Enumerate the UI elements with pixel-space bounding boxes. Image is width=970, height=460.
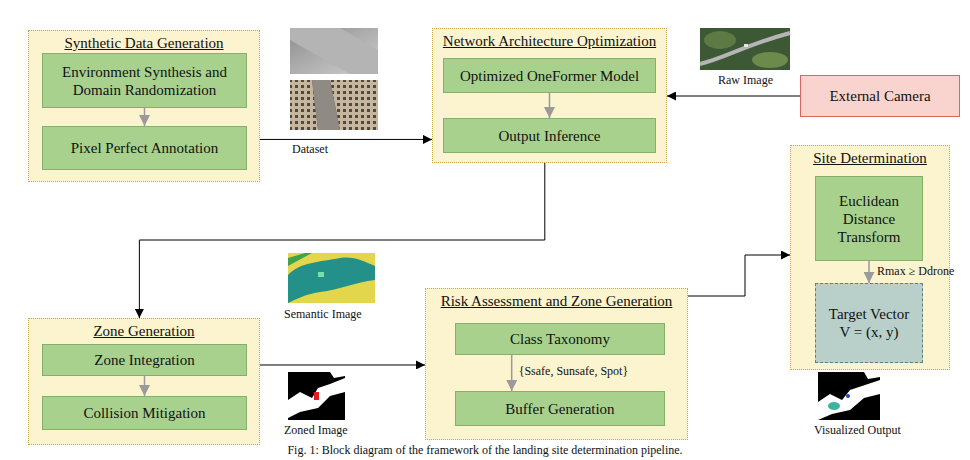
process-box: Collision Mitigation [42, 396, 247, 430]
process-box: Optimized OneFormer Model [443, 58, 656, 93]
box-label: Pixel Perfect Annotation [71, 139, 218, 157]
box-label: Collision Mitigation [83, 404, 205, 422]
process-box: Environment Synthesis and Domain Randomi… [42, 53, 247, 108]
group-heading: Zone Generation [29, 323, 259, 340]
visualized-thumbnail [818, 372, 880, 420]
group-heading: Synthetic Data Generation [29, 35, 259, 52]
stage-group: Network Architecture OptimizationOptimiz… [432, 28, 667, 163]
unsafe-mark [314, 392, 319, 400]
flow-arrow [549, 93, 551, 118]
box-label: Environment Synthesis and Domain Randomi… [51, 63, 238, 99]
stage-group: Site DeterminationEuclidean Distance Tra… [790, 145, 950, 370]
process-box: Pixel Perfect Annotation [42, 126, 247, 170]
car [744, 44, 748, 47]
building-image [290, 80, 378, 130]
tree-patch [704, 31, 736, 49]
box-label: Class Taxonomy [510, 330, 610, 348]
box-label: Output Inference [498, 127, 600, 145]
stage-group: Zone GenerationZone IntegrationCollision… [28, 318, 260, 445]
image-label: Zoned Image [284, 423, 348, 438]
flow-arrow [868, 261, 870, 283]
flow-arrow [260, 139, 432, 140]
group-heading: Network Architecture Optimization [433, 33, 666, 50]
flow-arrow [667, 96, 800, 97]
safe-zone [864, 372, 880, 379]
group-heading: Risk Assessment and Zone Generation [426, 293, 687, 310]
edge-label: Dataset [292, 142, 328, 157]
flow-arrow [139, 163, 544, 318]
process-box: Euclidean Distance Transform [815, 176, 923, 261]
road [700, 33, 790, 64]
box-label: Zone Integration [94, 351, 194, 369]
landing-site [828, 402, 840, 410]
render-facet [290, 28, 378, 74]
zoned-image [288, 372, 345, 420]
dataset-thumbnail [290, 28, 378, 130]
stage-group: Synthetic Data GenerationEnvironment Syn… [28, 30, 260, 182]
box-label: Euclidean Distance Transform [824, 192, 914, 246]
box-label: Target Vector V = (x, y) [826, 305, 912, 341]
flow-arrow [688, 255, 790, 296]
zoned-thumbnail [288, 372, 345, 420]
process-box: Class Taxonomy [455, 323, 665, 355]
street-gap [312, 80, 340, 130]
semantic-region [288, 253, 312, 266]
output-image [818, 372, 880, 420]
safe-zone [818, 380, 880, 420]
image-label: Raw Image [718, 73, 773, 88]
image-label: Semantic Image [284, 307, 362, 322]
semantic-region [318, 272, 324, 277]
box-label: Optimized OneFormer Model [460, 67, 639, 85]
figure-caption: Fig. 1: Block diagram of the framework o… [0, 443, 970, 458]
semantic-image [288, 253, 375, 303]
box-label: External Camera [829, 87, 930, 105]
stage-group: Risk Assessment and Zone GenerationClass… [425, 288, 688, 440]
image-label: Visualized Output [814, 423, 901, 438]
semantic-thumbnail [288, 253, 375, 303]
flow-arrow [511, 355, 513, 391]
flow-arrow [144, 108, 146, 126]
input-box: External Camera [800, 75, 960, 117]
tree-patch [752, 52, 788, 68]
process-box: Output Inference [443, 118, 656, 153]
flow-arrow [144, 376, 146, 396]
aerial-image [700, 28, 790, 70]
raw-image-thumbnail [700, 28, 790, 70]
target-point [846, 394, 850, 398]
group-heading: Site Determination [791, 150, 949, 167]
process-box: Buffer Generation [455, 391, 665, 426]
safe-zone [330, 372, 345, 378]
render-image [290, 28, 378, 74]
box-label: Buffer Generation [505, 400, 614, 418]
flow-arrow [260, 364, 425, 365]
output-box: Target Vector V = (x, y) [815, 283, 923, 363]
semantic-region [288, 258, 375, 303]
safe-zone [288, 378, 345, 418]
process-box: Zone Integration [42, 344, 247, 376]
